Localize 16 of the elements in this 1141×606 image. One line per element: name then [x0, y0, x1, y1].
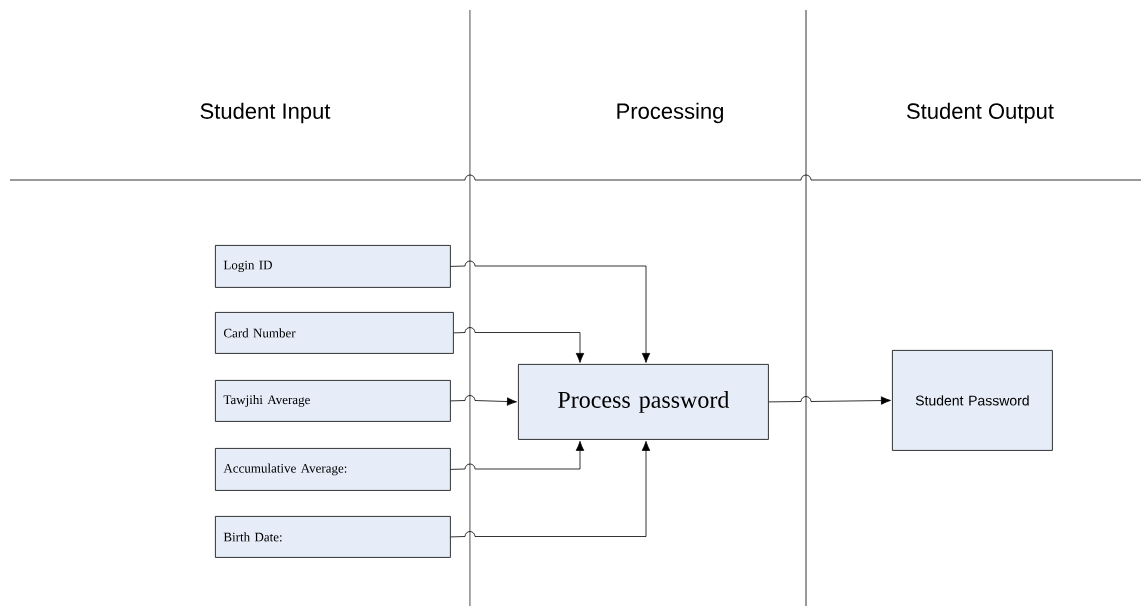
- process-box: Process password: [518, 364, 769, 440]
- arrow: [453, 327, 585, 363]
- input-box: Birth Date:: [215, 516, 451, 558]
- arrow: [450, 395, 517, 406]
- input-box: Tawjihi Average: [215, 380, 451, 422]
- column-heading: Student Output: [907, 102, 1054, 124]
- input-box: Card Number: [215, 312, 454, 354]
- column-heading: Student Input: [200, 102, 331, 124]
- arrow: [450, 440, 585, 470]
- input-box: Login ID: [215, 245, 451, 288]
- arrow: [768, 396, 891, 405]
- output-box: Student Password: [892, 350, 1053, 451]
- arrow: [450, 440, 651, 538]
- column-heading: Processing: [617, 102, 723, 124]
- input-box: Accumulative Average:: [215, 448, 451, 491]
- arrow: [450, 260, 651, 363]
